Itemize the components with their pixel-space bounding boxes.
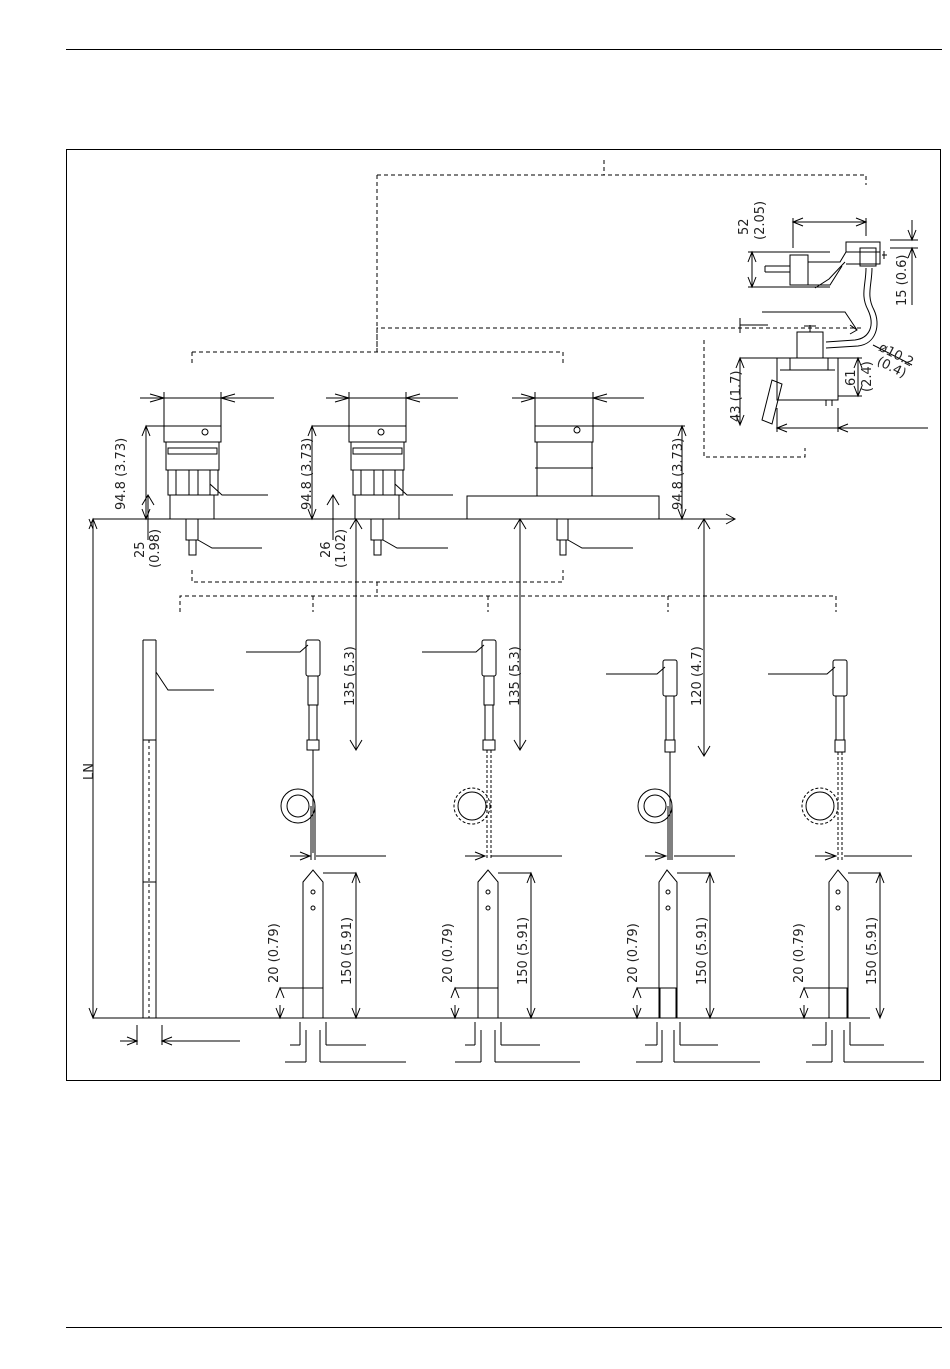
dim-94-8-c: 94.8 (3.73) (671, 438, 686, 510)
dim-135-b: 135 (5.3) (508, 646, 523, 706)
dim-25-in: (0.98) (148, 529, 163, 568)
dim-20-b: 20 (0.79) (441, 923, 456, 983)
probe-cable-3 (422, 640, 580, 1062)
dim-ln: LN (82, 763, 97, 780)
remote-sensor-module (736, 218, 928, 432)
dim-15: 15 (0.6) (895, 255, 910, 307)
dim-135-a: 135 (5.3) (343, 646, 358, 706)
dim-150-a: 150 (5.91) (340, 917, 355, 985)
probe-cable-2 (246, 640, 406, 1062)
dim-26: 26 (319, 541, 334, 558)
dim-150-b: 150 (5.91) (516, 917, 531, 985)
dim-94-8-b: 94.8 (3.73) (300, 438, 315, 510)
dim-43: 43 (1.7) (729, 371, 744, 423)
probe-cable-4 (606, 660, 760, 1062)
probe-cable-5 (768, 660, 924, 1062)
dim-26-in: (1.02) (334, 529, 349, 568)
dim-150-d: 150 (5.91) (865, 917, 880, 985)
probe-rod-1 (89, 519, 240, 1045)
dim-150-c: 150 (5.91) (695, 917, 710, 985)
dim-94-8-a: 94.8 (3.73) (114, 438, 129, 510)
dim-52-in: (2.05) (753, 201, 768, 240)
dim-25: 25 (133, 541, 148, 558)
dim-20-d: 20 (0.79) (792, 923, 807, 983)
dim-120: 120 (4.7) (690, 646, 705, 706)
dim-20-c: 20 (0.79) (626, 923, 641, 983)
housing-threaded-2 (308, 392, 458, 750)
dim-61-in: (2.4) (860, 361, 875, 392)
dim-61: 61 (844, 369, 859, 386)
dim-20-a: 20 (0.79) (267, 923, 282, 983)
dim-52: 52 (737, 218, 752, 235)
